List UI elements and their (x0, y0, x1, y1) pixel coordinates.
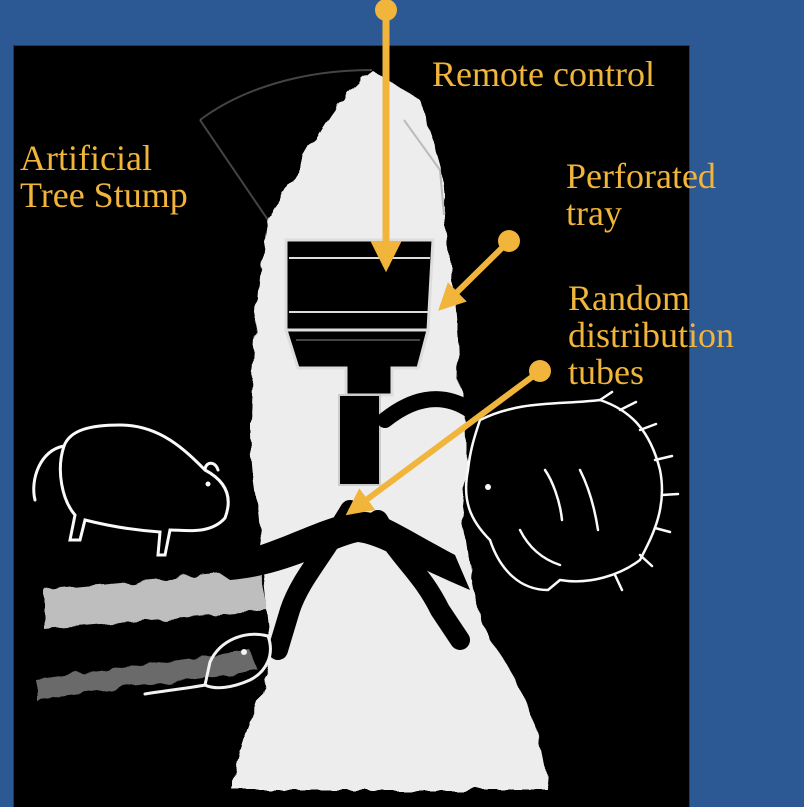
perforated-tray (286, 240, 433, 330)
label-remote-control: Remote control (432, 56, 655, 93)
label-line: Perforated (566, 158, 716, 195)
arrow-perforated-tray (442, 241, 509, 307)
label-line: distribution (568, 317, 734, 354)
label-artificial-tree-stump: Artificial Tree Stump (20, 140, 188, 214)
arrow-distribution-tubes-dot (529, 360, 551, 382)
label-random-distribution-tubes: Random distribution tubes (568, 280, 734, 391)
label-line: Tree Stump (20, 177, 188, 214)
ground-strip (36, 570, 268, 700)
label-line: tray (566, 195, 716, 232)
label-perforated-tray: Perforated tray (566, 158, 716, 232)
label-line: Random (568, 280, 734, 317)
arrow-perforated-tray-dot (498, 230, 520, 252)
arrow-remote-control-dot (375, 0, 397, 21)
hedgehog-icon (466, 392, 678, 590)
label-line: tubes (568, 354, 734, 391)
rat-icon (34, 425, 228, 555)
label-line: Artificial (20, 140, 188, 177)
